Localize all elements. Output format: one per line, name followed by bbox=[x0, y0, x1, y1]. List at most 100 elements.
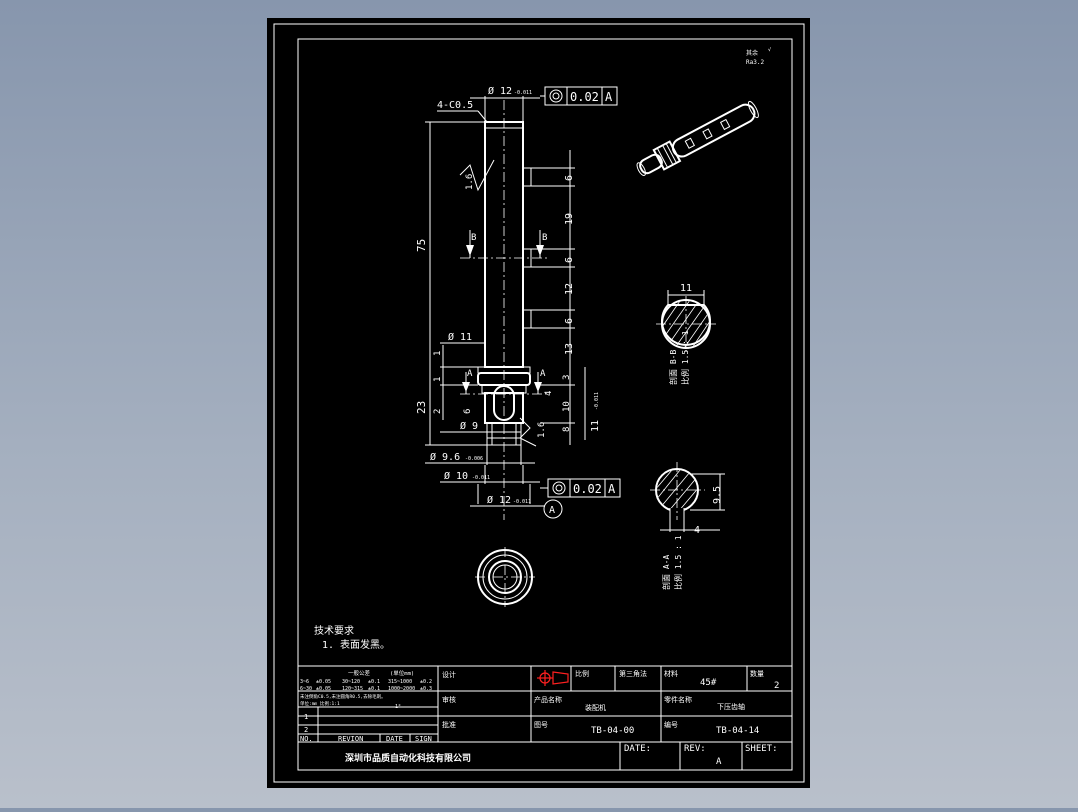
tb-rev-head: REVION bbox=[338, 735, 363, 743]
tb-tol-r2c5: 1000~2000 bbox=[388, 686, 415, 692]
tb-rev-row-2: 2 bbox=[304, 726, 308, 734]
section-a-dim-95: 9.5 bbox=[712, 486, 723, 504]
dim-2: 2 bbox=[433, 409, 443, 414]
gdt-frame-bottom: 0.02 A bbox=[540, 478, 621, 498]
dim-dia9: Ø 9 bbox=[460, 420, 478, 432]
dim-19: 19 bbox=[564, 213, 575, 225]
section-b-scale: 比例 1.5 : 1 bbox=[680, 330, 690, 385]
dim-dia10: Ø 10 bbox=[444, 470, 468, 482]
isometric-view bbox=[636, 100, 759, 176]
section-b-marker-left: B bbox=[471, 233, 476, 243]
dim-11-right: 11 bbox=[590, 420, 601, 432]
tb-rev-no: NO. bbox=[300, 735, 313, 743]
tb-sheet-label: SHEET: bbox=[745, 744, 778, 754]
dim-75: 75 bbox=[415, 239, 428, 252]
section-a-title: 剖面 A-A bbox=[661, 555, 671, 590]
tb-rev-label: REV: bbox=[684, 744, 706, 754]
dim-6-3: 6 bbox=[564, 318, 575, 324]
dim-10-small: 10 bbox=[562, 401, 572, 412]
tol-dia12-top: -0.011 bbox=[514, 90, 532, 96]
shaft-dimensions: Ø 12 -0.011 4-C0.5 75 23 1 1 2 Ø 11 Ø 9 … bbox=[415, 85, 601, 519]
tol-11-right: -0.011 bbox=[594, 392, 600, 410]
dim-dia96: Ø 9.6 bbox=[430, 451, 460, 463]
dim-dia12-top: Ø 12 bbox=[488, 85, 512, 97]
gdt-top-datum: A bbox=[605, 90, 613, 104]
tb-product-label: 产品名称 bbox=[534, 695, 562, 704]
tb-rev-row-1: 1 bbox=[304, 713, 308, 721]
shaft-main-view bbox=[460, 100, 575, 520]
tb-note-mark: 1° bbox=[395, 704, 401, 710]
dim-1-a: 1 bbox=[433, 351, 443, 356]
dim-dia12-bottom: Ø 12 bbox=[487, 494, 511, 506]
tb-product: 装配机 bbox=[585, 703, 606, 712]
datum-a-label: A bbox=[549, 505, 555, 516]
tb-rev-value: A bbox=[716, 757, 722, 767]
tb-tol-heading: 一般公差 bbox=[348, 669, 371, 677]
dim-6-2: 6 bbox=[564, 257, 575, 263]
dim-6-1: 6 bbox=[564, 175, 575, 181]
tb-tol-r2c3: 120~315 bbox=[342, 686, 363, 692]
dim-23: 23 bbox=[415, 401, 428, 414]
dim-8: 8 bbox=[562, 427, 572, 432]
tb-part-name: 下压齿轴 bbox=[717, 702, 745, 711]
tb-proj-label: 比例 bbox=[575, 669, 589, 678]
tech-req-item-1: 1. 表面发黑。 bbox=[322, 638, 390, 651]
rough-16-a: 1.6 bbox=[465, 174, 475, 190]
tb-tol-r2c2: ±0.05 bbox=[316, 686, 331, 692]
dim-13: 13 bbox=[564, 343, 575, 355]
dim-6-left: 6 bbox=[463, 409, 473, 414]
section-a-marker-right: A bbox=[540, 369, 546, 379]
section-a-marker-left: A bbox=[467, 369, 473, 379]
end-view bbox=[475, 547, 535, 607]
tb-qty: 2 bbox=[774, 681, 779, 691]
tb-tol-r2c4: ±0.1 bbox=[368, 686, 380, 692]
tb-part-no-label: 编号 bbox=[664, 720, 678, 729]
tol-dia96: -0.006 bbox=[465, 456, 483, 462]
tb-qty-label: 数量 bbox=[750, 669, 764, 678]
gdt-top-value: 0.02 bbox=[570, 90, 599, 104]
dim-dia11: Ø 11 bbox=[448, 331, 472, 343]
tb-tol-unit: (单位mm) bbox=[390, 669, 414, 677]
tb-tol-r1c6: ±0.2 bbox=[420, 679, 432, 685]
tb-approve: 批准 bbox=[442, 720, 456, 729]
tb-date-head: DATE bbox=[386, 735, 403, 743]
section-b-dim-11: 11 bbox=[680, 283, 692, 294]
tol-dia12-bottom: -0.011 bbox=[513, 499, 531, 505]
section-a-view: 9.5 4 剖面 A-A 比例 1.5 : 1 bbox=[650, 462, 725, 590]
dim-chamfer: 4-C0.5 bbox=[437, 100, 473, 111]
tb-note-2: 单位:mm 比例:1:1 bbox=[300, 700, 340, 707]
tb-part-name-label: 零件名称 bbox=[664, 695, 692, 704]
tb-tol-r1c2: ±0.05 bbox=[316, 679, 331, 685]
tb-date-label: DATE: bbox=[624, 744, 651, 754]
tb-tol-r1c1: 3~6 bbox=[300, 679, 309, 685]
tb-tol-r1c5: 315~1000 bbox=[388, 679, 412, 685]
tb-part-no: TB-04-14 bbox=[716, 726, 759, 736]
projection-symbol-icon bbox=[537, 670, 569, 686]
tb-tol-r2c1: 6~30 bbox=[300, 686, 312, 692]
tb-material-label: 材料 bbox=[664, 669, 678, 678]
section-b-marker-right: B bbox=[542, 233, 547, 243]
dim-4: 4 bbox=[544, 391, 554, 396]
section-b-view: 11 剖面 B-B 比例 1.5 : 1 bbox=[656, 283, 716, 385]
tb-note-1: 未注倒角C0.5,未注圆角R0.5,去除毛刺。 bbox=[300, 693, 386, 700]
outer-border bbox=[273, 23, 805, 783]
tol-dia10: -0.011 bbox=[472, 475, 490, 481]
tb-check: 审核 bbox=[442, 695, 456, 704]
tb-tol-r1c3: 30~120 bbox=[342, 679, 360, 685]
gdt-frame-top: 0.02 A bbox=[540, 86, 618, 106]
section-a-scale: 比例 1.5 : 1 bbox=[673, 535, 683, 590]
corner-note-mark: √ bbox=[768, 47, 771, 53]
gdt-bottom-value: 0.02 bbox=[573, 482, 602, 496]
tb-dwg-no: TB-04-00 bbox=[591, 726, 634, 736]
tb-dwg-no-label: 图号 bbox=[534, 721, 548, 729]
section-a-dim-4: 4 bbox=[694, 525, 700, 536]
gdt-bottom-datum: A bbox=[608, 482, 616, 496]
tb-design: 设计 bbox=[442, 670, 456, 679]
dim-1-b: 1 bbox=[433, 377, 443, 382]
tb-material: 45# bbox=[700, 678, 717, 688]
section-b-title: 剖面 B-B bbox=[668, 350, 678, 385]
dim-3: 3 bbox=[562, 375, 572, 380]
tb-tol-r2c6: ±0.3 bbox=[420, 686, 432, 692]
